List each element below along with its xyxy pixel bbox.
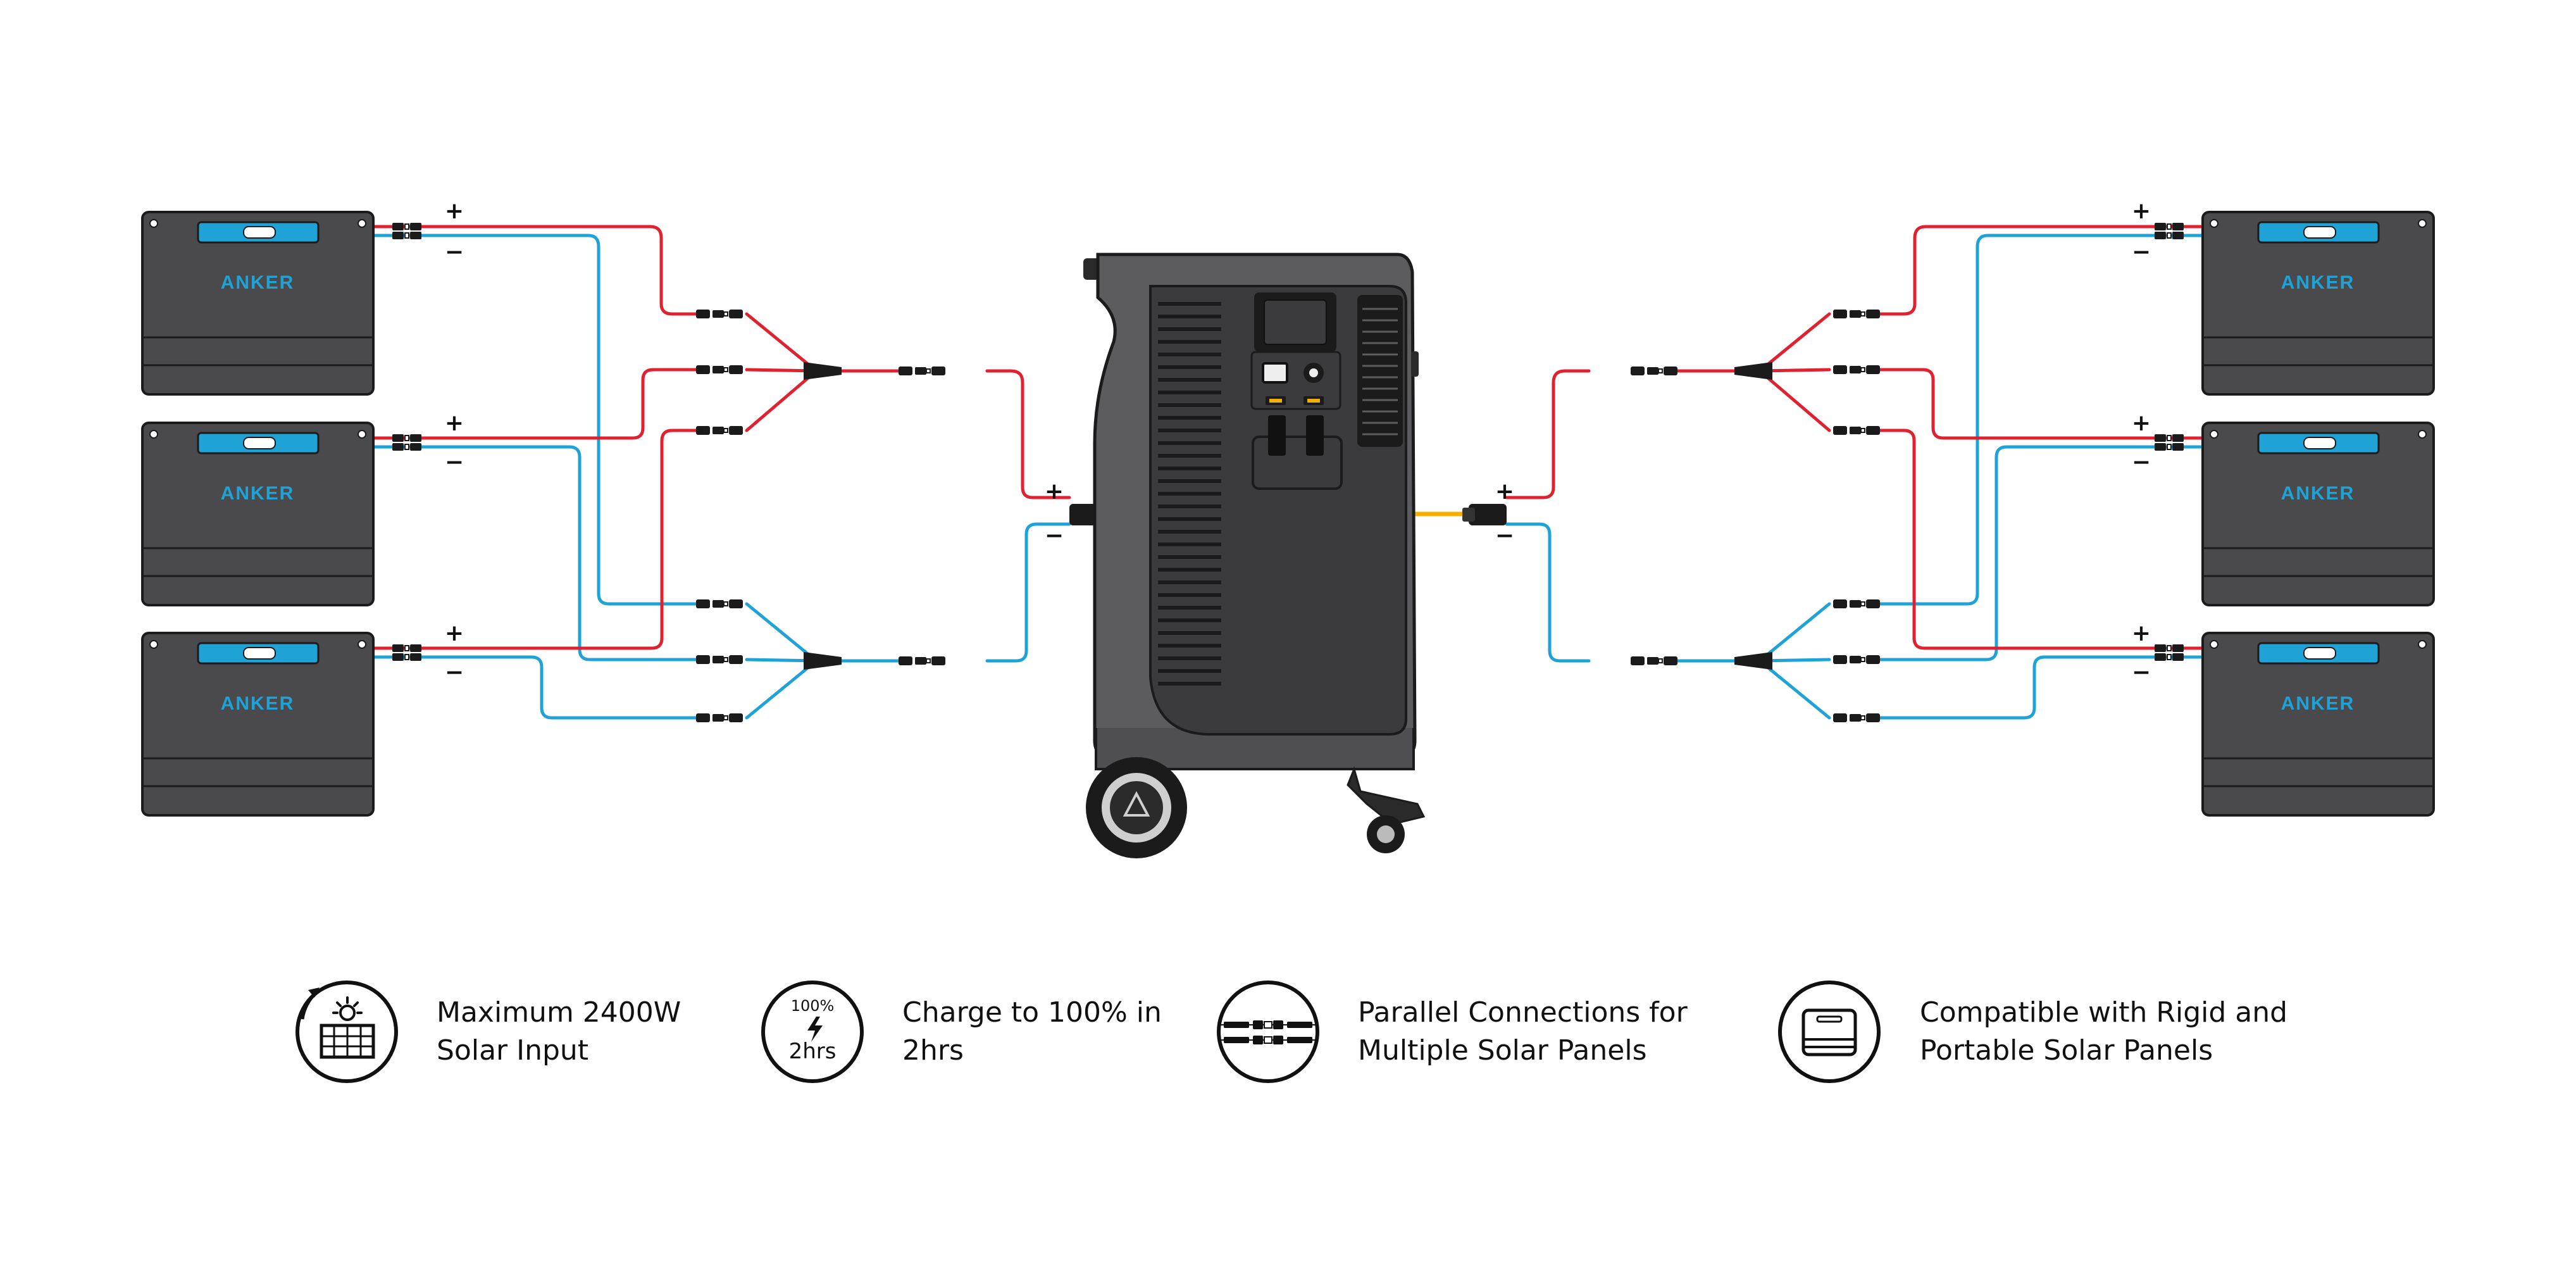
negative-label: −	[2132, 660, 2151, 686]
positive-label: +	[1495, 479, 1514, 505]
solar-panel-right-3	[2201, 632, 2435, 817]
negative-label: −	[445, 239, 464, 265]
panel-logo: ANKER	[2281, 483, 2355, 504]
feature-title-line2: 2hrs	[902, 1034, 964, 1067]
panel-logo: ANKER	[2281, 693, 2355, 714]
left-wiring	[371, 225, 1071, 720]
power-station	[1083, 253, 1426, 858]
right-wiring	[1505, 225, 2205, 720]
solar-panel-right-2	[2201, 422, 2435, 606]
feature-item-charge-time: Charge to 100% in 2hrs	[863, 975, 1162, 1089]
negative-label: −	[1045, 523, 1064, 549]
positive-label: +	[1045, 479, 1064, 505]
negative-label: −	[1495, 523, 1514, 549]
negative-label: −	[2132, 449, 2151, 475]
feature-title-line2: Solar Input	[437, 1034, 589, 1067]
rigid-portable-panel-icon	[1778, 981, 1881, 1083]
panel-logo: ANKER	[2281, 272, 2355, 293]
feature-title-line1: Charge to 100% in	[902, 996, 1162, 1029]
charge-bolt-icon: 100% 2hrs	[761, 981, 864, 1083]
solar-sun-icon	[296, 981, 398, 1083]
negative-label: −	[2132, 239, 2151, 265]
combiner-plug-right	[1462, 504, 1507, 525]
feature-item-solar-input: Maximum 2400W Solar Input	[399, 975, 681, 1089]
y-branch-hubs	[804, 362, 1772, 670]
feature-list: Maximum 2400W Solar Input Charge to 100%…	[0, 975, 2576, 1101]
panel-logo: ANKER	[221, 693, 295, 714]
solar-panel-right-1	[2201, 211, 2435, 396]
feature-title-line1: Maximum 2400W	[437, 996, 681, 1029]
positive-label: +	[2132, 198, 2151, 224]
positive-label: +	[2132, 410, 2151, 436]
parallel-connector-icon	[1217, 981, 1319, 1083]
icon-hours-label: 2hrs	[789, 1039, 837, 1064]
solar-panel-left-3	[141, 632, 375, 817]
solar-panel-left-2	[141, 422, 375, 606]
feature-title-line2: Multiple Solar Panels	[1358, 1034, 1647, 1067]
feature-icons: 100% 2hrs	[296, 981, 1881, 1083]
positive-label: +	[445, 410, 464, 436]
icon-percent-label: 100%	[791, 997, 835, 1015]
panel-logo: ANKER	[221, 483, 295, 504]
positive-label: +	[2132, 620, 2151, 646]
feature-item-parallel-connections: Parallel Connections for Multiple Solar …	[1320, 975, 1688, 1089]
positive-label: +	[445, 198, 464, 224]
panel-logo: ANKER	[221, 272, 295, 293]
feature-item-compatible-panels: Compatible with Rigid and Portable Solar…	[1882, 975, 2287, 1089]
solar-panel-left-1	[141, 211, 375, 396]
negative-label: −	[445, 660, 464, 686]
positive-label: +	[445, 620, 464, 646]
negative-label: −	[445, 449, 464, 475]
feature-title-line2: Portable Solar Panels	[1920, 1034, 2213, 1067]
feature-title-line1: Parallel Connections for	[1358, 996, 1688, 1029]
feature-title-line1: Compatible with Rigid and	[1920, 996, 2288, 1029]
